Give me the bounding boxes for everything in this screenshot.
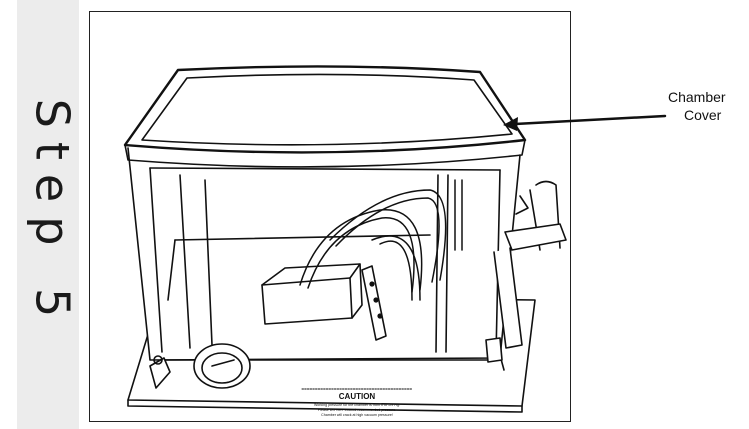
caution-title: CAUTION bbox=[339, 392, 376, 401]
pressure-dial bbox=[193, 343, 251, 389]
sample-container bbox=[261, 263, 363, 325]
vacuum-tubes bbox=[299, 179, 463, 301]
caution-line-2: Please DO NOT exceed recommended pressur… bbox=[318, 408, 396, 412]
step-band bbox=[17, 0, 79, 429]
caution-line-1: Working pressure for the chamber is from… bbox=[314, 403, 400, 407]
vacuum-pump-syringe bbox=[493, 180, 567, 371]
valve-knob bbox=[149, 355, 171, 389]
caution-line-3: Chamber will crack at high vacuum pressu… bbox=[321, 413, 393, 417]
drain-valve bbox=[485, 337, 503, 363]
callout-line-1: Chamber bbox=[668, 89, 726, 105]
callout-label: Chamber Cover bbox=[668, 88, 749, 124]
caution-label: CAUTION Working pressure for the chamber… bbox=[301, 388, 413, 417]
callout-arrow bbox=[503, 114, 667, 131]
callout-line-2: Cover bbox=[684, 107, 722, 123]
chamber-cover bbox=[123, 65, 527, 168]
hanger-bar bbox=[361, 265, 387, 341]
